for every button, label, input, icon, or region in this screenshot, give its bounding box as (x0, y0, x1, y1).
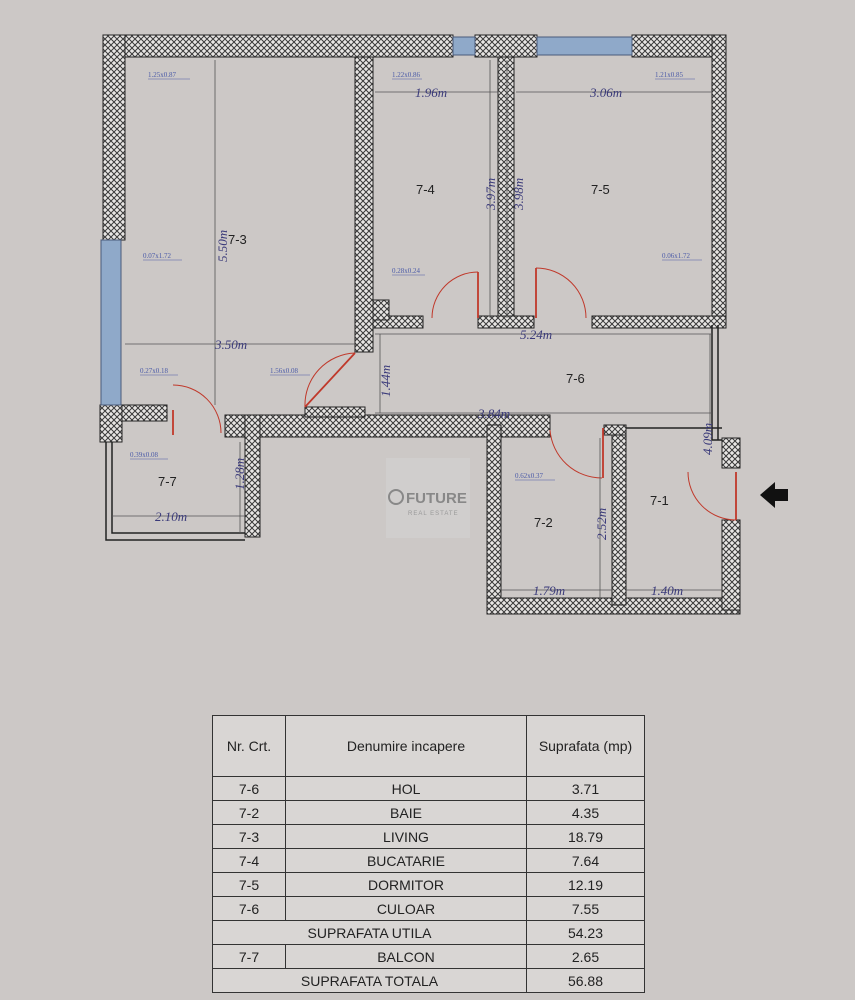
header-nr: Nr. Crt. (212, 715, 286, 777)
logo: FUTURE REAL ESTATE (386, 458, 470, 538)
wall-living-kitchen (354, 56, 374, 353)
table-row: 7-4 BUCATARIE 7.64 (212, 848, 645, 873)
dimension-lines (112, 60, 722, 598)
room-labels: 7-3 7-4 7-5 7-6 7-7 7-2 7-1 (158, 182, 669, 530)
wall-bath-top (603, 424, 627, 436)
window-living (100, 239, 122, 406)
wall-living-bottom-1 (121, 404, 168, 422)
dim-210: 2.10m (155, 509, 187, 524)
header-name: Denumire incapere (285, 715, 527, 777)
win-label-3: 1.21x0.85 (655, 71, 684, 79)
table-row-total: SUPRAFATA TOTALA 56.88 (212, 968, 645, 993)
window-bedroom (536, 36, 633, 56)
wall-door-sill (304, 406, 366, 418)
wall-top-mid (474, 34, 538, 58)
win-label-7: 0.27x0.18 (140, 367, 169, 375)
dim-179: 1.79m (533, 583, 565, 598)
walls (99, 34, 741, 615)
dim-384: 3.84m (477, 406, 510, 421)
room-label-7-1: 7-1 (650, 493, 669, 508)
header-area: Suprafata (mp) (526, 715, 645, 777)
dim-196: 1.96m (415, 85, 447, 100)
dimension-labels: 1.96m 3.06m 3.97m 3.98m 5.50m 3.50m 5.24… (155, 85, 715, 598)
table-row: 7-3 LIVING 18.79 (212, 824, 645, 849)
floor-plan: FUTURE REAL ESTATE 7-3 7-4 7-5 7-6 7-7 7… (99, 34, 788, 615)
window-labels: 1.25x0.87 1.22x0.86 1.21x0.85 0.07x1.72 … (130, 71, 691, 480)
dim-524: 5.24m (520, 327, 552, 342)
dim-398: 3.98m (511, 178, 526, 211)
table-row-balcon: 7-7 BALCON 2.65 (212, 944, 645, 969)
room-label-7-5: 7-5 (591, 182, 610, 197)
wall-balcony-right (244, 414, 261, 538)
logo-title: FUTURE (406, 490, 467, 507)
wall-left-upper (102, 34, 126, 241)
wall-top-left (102, 34, 454, 58)
dim-140: 1.40m (651, 583, 683, 598)
win-label-9: 0.39x0.08 (130, 451, 159, 459)
logo-subtitle: REAL ESTATE (408, 511, 459, 517)
door-living (304, 352, 356, 408)
win-label-1: 1.25x0.87 (148, 71, 177, 79)
room-label-7-2: 7-2 (534, 515, 553, 530)
wall-entry-bottom (721, 519, 741, 611)
wall-corridor-top-3 (591, 315, 727, 329)
dim-397: 3.97m (483, 178, 498, 211)
doors (172, 267, 737, 521)
wall-corridor-top-2 (477, 315, 535, 329)
entry-arrow-icon (760, 482, 788, 508)
wall-pillar (372, 299, 390, 321)
win-label-8: 1.56x0.08 (270, 367, 299, 375)
total-label: SUPRAFATA TOTALA (212, 968, 527, 993)
thin-lines (105, 325, 722, 541)
wall-bath-left (486, 424, 502, 614)
table-row: 7-2 BAIE 4.35 (212, 800, 645, 825)
wall-bath-right (611, 424, 627, 606)
wall-left-lower (99, 404, 123, 443)
window-kitchen (452, 36, 476, 56)
win-label-5: 0.06x1.72 (662, 252, 691, 260)
dim-306: 3.06m (589, 85, 622, 100)
windows (100, 36, 633, 406)
table-row: 7-6 CULOAR 7.55 (212, 896, 645, 921)
dim-252: 2.52m (594, 508, 609, 540)
wall-top-right (631, 34, 725, 58)
room-label-7-6: 7-6 (566, 371, 585, 386)
wall-right (711, 34, 727, 326)
room-label-7-3: 7-3 (228, 232, 247, 247)
dim-550: 5.50m (215, 230, 230, 262)
wall-entry-top (721, 437, 741, 469)
win-label-10: 0.62x0.37 (515, 472, 544, 480)
win-label-4: 0.07x1.72 (143, 252, 172, 260)
table-row: 7-6 HOL 3.71 (212, 776, 645, 801)
room-label-7-7: 7-7 (158, 474, 177, 489)
table-row-util: SUPRAFATA UTILA 54.23 (212, 920, 645, 945)
dim-350: 3.50m (214, 337, 247, 352)
util-area: 54.23 (526, 920, 645, 945)
total-area: 56.88 (526, 968, 645, 993)
area-table: Nr. Crt. Denumire incapere Suprafata (mp… (212, 715, 645, 993)
dim-409: 4.09m (700, 423, 715, 455)
util-label: SUPRAFATA UTILA (212, 920, 527, 945)
dim-128: 1.28m (232, 458, 247, 490)
dim-144: 1.44m (378, 365, 393, 397)
win-label-2: 1.22x0.86 (392, 71, 421, 79)
room-label-7-4: 7-4 (416, 182, 435, 197)
table-row: 7-5 DORMITOR 12.19 (212, 872, 645, 897)
wall-corridor-bottom (224, 414, 551, 438)
win-label-6: 0.28x0.24 (392, 267, 421, 275)
